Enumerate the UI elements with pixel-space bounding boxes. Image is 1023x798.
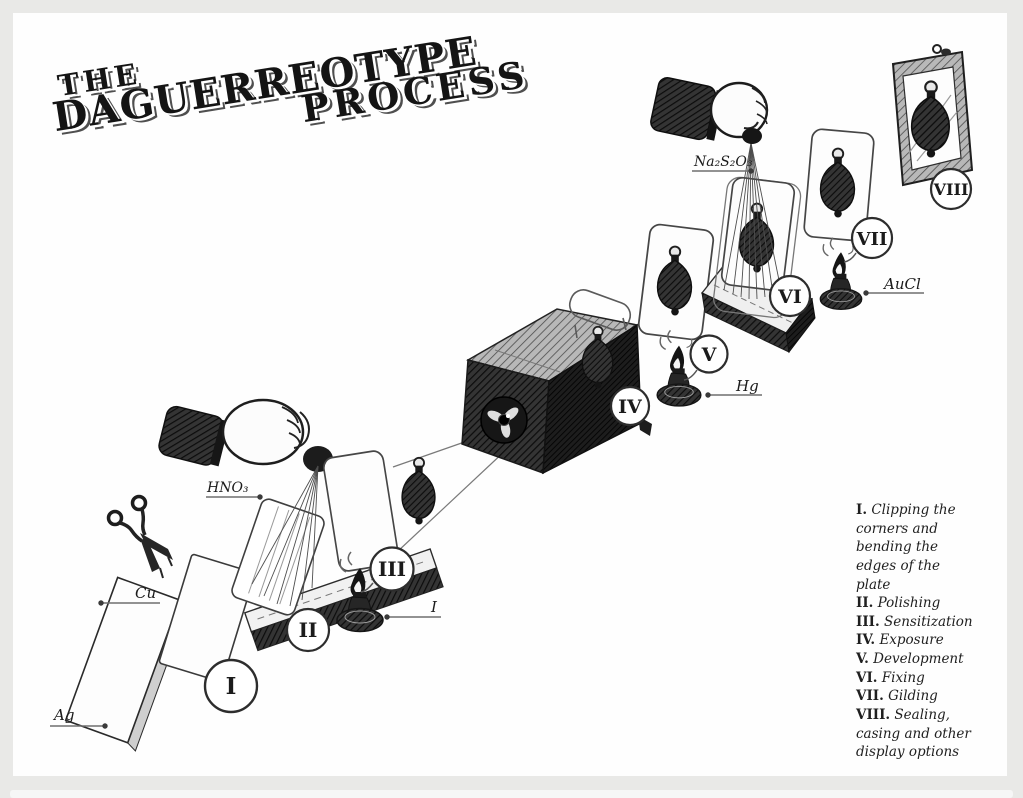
plate-being-polished (231, 498, 325, 616)
label-hg: Hg (705, 377, 762, 398)
marker-numeral: I (226, 673, 237, 700)
legend-description: Polishing (877, 595, 941, 612)
step-marker-vi: VI (768, 274, 812, 318)
label-aucl: AuCl (863, 275, 924, 296)
legend-item: IV. Exposure (856, 631, 976, 650)
legend-numeral: I. (856, 502, 868, 518)
marker-numeral: VI (777, 286, 802, 308)
hno3-text: HNO₃ (206, 480, 249, 496)
legend-description: Sensitization (883, 613, 973, 630)
ag-text: Ag (52, 706, 74, 724)
hg-text: Hg (735, 377, 759, 395)
arrow-dot (257, 494, 263, 500)
projection-line-bottom (396, 448, 508, 553)
acid-stream-lines (251, 465, 319, 607)
arrow-dot (102, 723, 108, 729)
legend-item: II. Polishing (856, 594, 976, 613)
legend-item: VI. Fixing (856, 669, 976, 688)
na2s2o3-text: Na₂S₂O₃ (693, 154, 753, 170)
arrow-dot (98, 600, 104, 606)
marker-numeral: V (701, 344, 718, 366)
iodine-text: I (430, 598, 438, 616)
camera-lens (480, 396, 528, 444)
cu-text: Cu (135, 584, 156, 602)
legend-item: III. Sensitization (856, 613, 976, 632)
plate-clipper-icon (106, 494, 173, 579)
legend-description: Exposure (879, 632, 944, 649)
label-hno3: HNO₃ (206, 480, 263, 500)
legend-item: VIII. Sealing, casing and other display … (856, 706, 976, 762)
marker-connector-iii (360, 582, 374, 593)
arrow-dot (748, 168, 754, 174)
legend-numeral: V. (856, 651, 869, 667)
label-na2s2o3: Na₂S₂O₃ (692, 154, 754, 174)
legend-item: I. Clipping the corners and bending the … (856, 501, 976, 594)
marker-numeral: VIII (933, 180, 969, 199)
legend-description: Development (873, 651, 964, 667)
legend-numeral: IV. (856, 632, 876, 649)
label-iodine: I (384, 598, 441, 620)
label-cu: Cu (98, 584, 160, 606)
legend-description: Clipping the corners and bending the edg… (856, 502, 956, 593)
pouring-hand-fixer (650, 77, 769, 144)
arrow-dot (705, 392, 711, 398)
legend-item: VII. Gilding (856, 687, 976, 706)
aucl-text: AuCl (882, 275, 921, 293)
camera-box (461, 289, 652, 475)
label-ag: Ag (50, 706, 108, 729)
pouring-hand-acid (158, 398, 333, 607)
legend-numeral: II. (856, 595, 874, 612)
legend-numeral: VI. (856, 669, 878, 686)
hanger-ring (932, 44, 942, 54)
step-marker-iii: III (369, 546, 415, 592)
legend-description: Gilding (888, 688, 938, 705)
arrow-dot (384, 614, 390, 620)
clipped-plate-step1 (158, 553, 256, 683)
step-marker-ii: II (285, 607, 331, 653)
legend-description: Sealing, casing and other display option… (856, 706, 971, 761)
legend-numeral: III. (856, 613, 880, 630)
process-legend: I. Clipping the corners and bending the … (856, 501, 976, 762)
step-marker-viii: VIII (929, 167, 973, 211)
marker-connector-v (683, 369, 698, 381)
legend-numeral: VIII. (856, 706, 891, 723)
framed-daguerreotype (891, 44, 974, 187)
step-marker-i: I (203, 658, 259, 714)
marker-numeral: IV (618, 396, 643, 418)
marker-connector-vii (843, 252, 857, 263)
step-marker-v: V (689, 334, 729, 374)
plate-holder-wire (568, 289, 632, 331)
next-page-sliver (10, 790, 1013, 798)
marker-numeral: III (378, 557, 406, 581)
legend-item: V. Development (856, 650, 976, 669)
marker-numeral: II (299, 618, 318, 642)
legend-description: Fixing (881, 669, 925, 686)
marker-numeral: VII (856, 229, 888, 250)
step-marker-vii: VII (850, 216, 894, 260)
step-marker-iv: IV (609, 385, 651, 427)
legend-numeral: VII. (856, 688, 884, 705)
arrow-dot (863, 290, 869, 296)
